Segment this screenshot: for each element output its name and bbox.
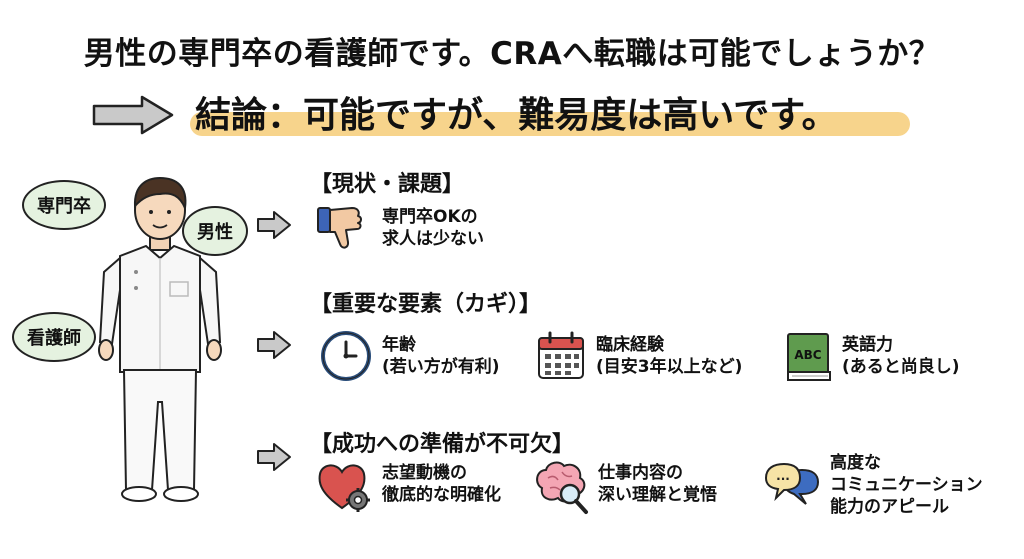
book-label: ABC	[794, 348, 821, 362]
prep-item-motivation-line2: 徹底的な明確化	[382, 485, 501, 505]
chat-bubble-dots: ...	[776, 469, 790, 483]
chat-bubbles-icon: ...	[764, 462, 820, 505]
heart-gear-icon	[318, 464, 370, 512]
calendar-icon	[538, 331, 584, 379]
brain-magnifier-icon	[536, 461, 588, 514]
current-item-text: 専門卒OKの 求人は少ない	[382, 206, 484, 250]
prep-item-communication-line3: 能力のアピール	[830, 497, 949, 517]
key-item-experience: 臨床経験 (目安3年以上など)	[596, 334, 742, 378]
male-nurse-illustration	[98, 176, 222, 502]
key-item-age: 年齢 (若い方が有利)	[382, 334, 500, 378]
bubble-vocational: 専門卒	[22, 180, 106, 230]
key-item-english: 英語力 (あると尚良し)	[842, 334, 960, 378]
arrow-right-icon	[92, 95, 174, 135]
arrow-right-icon	[257, 331, 291, 359]
key-item-age-line1: 年齢	[382, 335, 416, 355]
prep-item-communication: 高度な コミュニケーション 能力のアピール	[830, 452, 983, 518]
bubble-vocational-label: 専門卒	[37, 196, 91, 217]
section-heading-prep: 【成功への準備が不可欠】	[310, 432, 575, 457]
key-item-age-line2: (若い方が有利)	[382, 357, 500, 377]
key-item-english-line2: (あると尚良し)	[842, 357, 960, 377]
prep-item-understanding-line2: 深い理解と覚悟	[598, 485, 717, 505]
key-item-experience-line2: (目安3年以上など)	[596, 357, 743, 377]
bubble-male-label: 男性	[197, 222, 233, 243]
prep-item-understanding: 仕事内容の 深い理解と覚悟	[598, 462, 717, 506]
conclusion-text: 結論：可能ですが、難易度は高いです。	[195, 95, 838, 136]
current-item-line2: 求人は少ない	[382, 229, 484, 249]
key-item-english-line1: 英語力	[842, 335, 893, 355]
prep-item-motivation: 志望動機の 徹底的な明確化	[382, 462, 501, 506]
page-title: 男性の専門卒の看護師です。CRAへ転職は可能でしょうか？	[83, 36, 941, 72]
section-heading-key: 【重要な要素（カギ）】	[310, 292, 542, 317]
bubble-nurse-label: 看護師	[27, 328, 81, 349]
arrow-right-icon	[257, 443, 291, 471]
book-icon: ABC	[787, 333, 831, 381]
section-heading-current: 【現状・課題】	[310, 172, 465, 197]
prep-item-communication-line2: コミュニケーション	[830, 475, 983, 495]
arrow-right-icon	[257, 211, 291, 239]
bubble-nurse: 看護師	[12, 312, 96, 362]
prep-item-communication-line1: 高度な	[830, 453, 881, 473]
prep-item-motivation-line1: 志望動機の	[382, 463, 467, 483]
current-item-line1: 専門卒OKの	[382, 207, 478, 227]
conclusion-highlight	[190, 112, 910, 136]
thumbs-down-icon	[317, 207, 362, 249]
clock-icon	[321, 331, 371, 381]
key-item-experience-line1: 臨床経験	[596, 335, 664, 355]
prep-item-understanding-line1: 仕事内容の	[598, 463, 683, 483]
bubble-male: 男性	[182, 206, 248, 256]
